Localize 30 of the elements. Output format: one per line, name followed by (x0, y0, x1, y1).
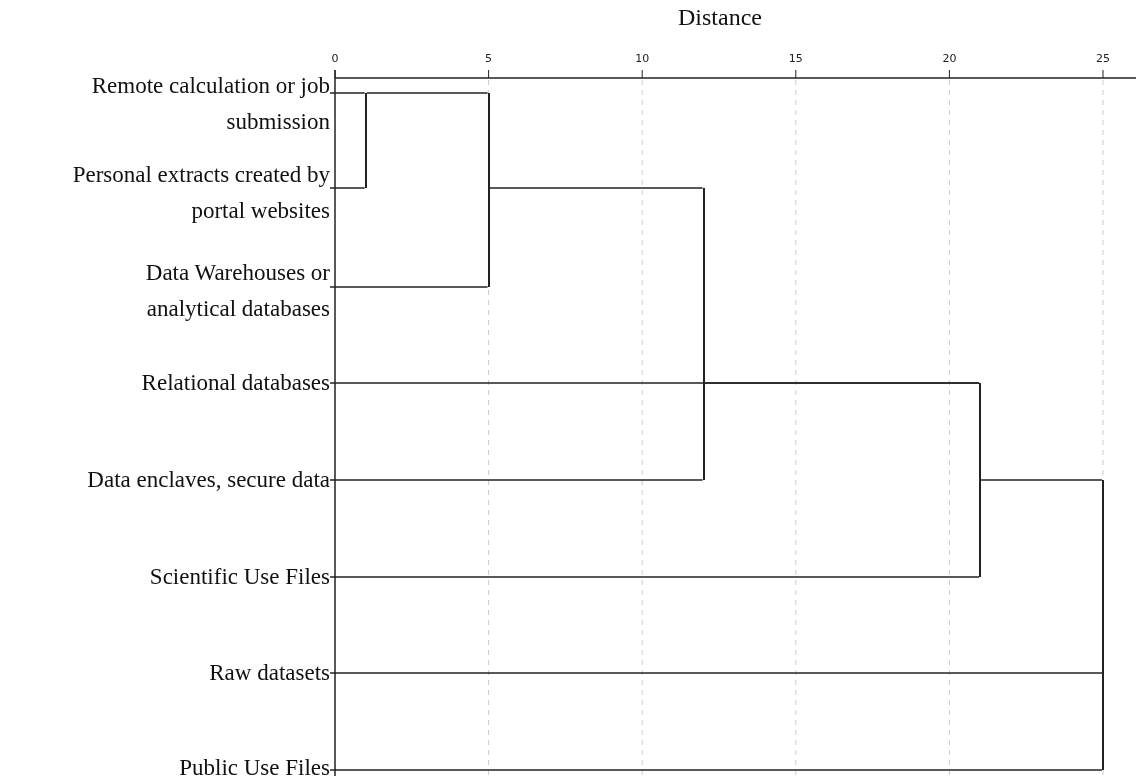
cluster-item-label: Data Warehouses or analytical databases (82, 255, 330, 327)
dendrogram-link (488, 187, 704, 189)
tick-label: 25 (1096, 52, 1110, 65)
dendrogram-link (329, 769, 1103, 771)
dendrogram-link (329, 92, 366, 94)
cluster-item-label: Relational databases (10, 365, 330, 401)
dendrogram-link (703, 382, 980, 384)
tick-label: 5 (485, 52, 493, 65)
cluster-item-label: Remote calculation or job submission (14, 68, 330, 140)
dendrogram-link (329, 576, 980, 578)
dendrogram-link (329, 479, 704, 481)
axis-title: Distance (678, 4, 762, 31)
dendrogram-link (329, 672, 1103, 674)
dendrogram-link (980, 479, 1103, 481)
tick-label: 20 (942, 52, 957, 65)
merge-bar (979, 383, 982, 577)
cluster-item-label: Public Use Files (10, 750, 330, 782)
tick-label: 0 (331, 52, 339, 65)
cluster-item-label: Raw datasets (10, 655, 330, 691)
dendrogram-link (329, 187, 366, 189)
dendrogram-link (329, 286, 489, 288)
merge-bar (487, 93, 490, 287)
merge-bar (364, 93, 367, 188)
tick-label: 15 (788, 52, 803, 65)
dendrogram-link (365, 92, 489, 94)
tick-label: 10 (635, 52, 650, 65)
merge-bar (702, 188, 705, 480)
cluster-item-label: Personal extracts created by portal websites (45, 157, 330, 229)
cluster-item-label: Data enclaves, secure data (2, 462, 330, 498)
cluster-item-label: Scientific Use Files (10, 559, 330, 595)
